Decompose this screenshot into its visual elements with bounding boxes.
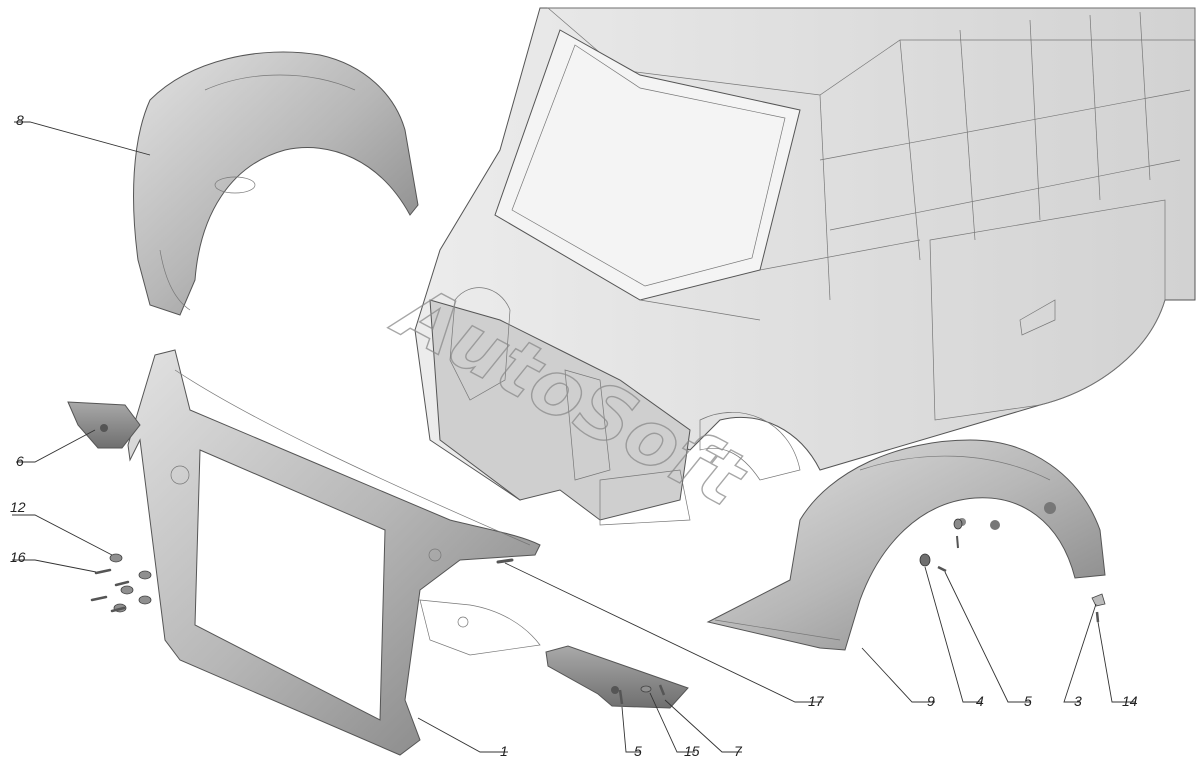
callout-4: 4 [976, 693, 984, 709]
bolt-part-17 [496, 558, 514, 564]
leader-15 [649, 692, 695, 753]
callout-16: 16 [10, 549, 26, 565]
callout-6: 6 [16, 453, 24, 469]
callout-labels: 8 6 12 16 17 1 5 15 7 9 4 5 3 14 [10, 112, 1138, 759]
callout-17: 17 [808, 693, 825, 709]
callout-3: 3 [1074, 693, 1082, 709]
callout-1: 1 [500, 743, 508, 759]
radiator-frame-panel [127, 349, 541, 756]
leader-17 [504, 562, 822, 703]
callout-14: 14 [1122, 693, 1138, 709]
leader-4 [924, 566, 982, 703]
fasteners-group-right [919, 518, 1106, 623]
wheel-arch-liner-front [706, 439, 1106, 651]
leader-lines [12, 121, 1136, 753]
wheel-arch-liner-rear [133, 51, 419, 316]
callout-9: 9 [927, 693, 935, 709]
leader-12 [12, 514, 113, 556]
leader-6 [16, 429, 96, 463]
fasteners-group-left [90, 553, 152, 613]
bracket-part-6 [67, 401, 141, 449]
bracket-part-7 [545, 645, 689, 709]
callout-5-right: 5 [1024, 693, 1032, 709]
fasteners-group-bottom [618, 684, 666, 705]
leader-8 [14, 121, 151, 156]
leader-9 [861, 647, 935, 703]
callout-8: 8 [16, 112, 24, 128]
leader-14 [1097, 621, 1136, 703]
vehicle-body-frame [414, 7, 1196, 526]
leader-3 [1063, 603, 1097, 703]
leader-7 [664, 699, 742, 753]
leader-16 [12, 559, 97, 573]
callout-5-left: 5 [634, 743, 642, 759]
leader-5-left [621, 706, 640, 753]
callout-7: 7 [734, 743, 743, 759]
callout-15: 15 [684, 743, 700, 759]
leader-1 [417, 717, 508, 753]
leader-5-right [944, 571, 1030, 703]
callout-12: 12 [10, 499, 26, 515]
